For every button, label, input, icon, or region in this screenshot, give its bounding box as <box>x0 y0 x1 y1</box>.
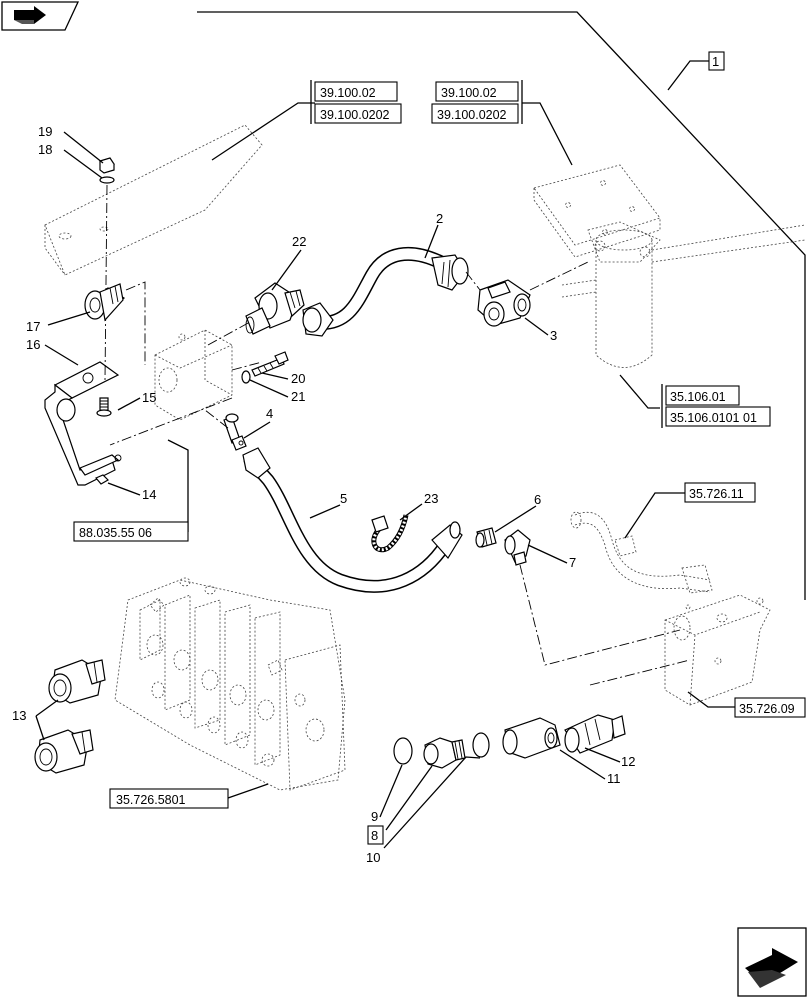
callout-3: 3 <box>550 328 557 343</box>
cable-23 <box>371 514 409 553</box>
reference-label: 39.100.0202 <box>437 108 507 122</box>
coupler-11 <box>502 717 561 759</box>
mounting-plate-left <box>44 124 263 276</box>
bolt-20 <box>251 351 289 377</box>
bolt-axis-line <box>104 184 108 381</box>
reference-label: 39.100.02 <box>441 86 497 100</box>
hose-2 <box>302 246 469 337</box>
reference-35-726-11[interactable]: 35.726.11 <box>684 482 756 503</box>
callout-number: 8 <box>371 828 378 843</box>
tee-axis <box>465 271 481 291</box>
reference-label: 35.726.11 <box>689 487 744 501</box>
block-axis-line <box>109 397 233 446</box>
valve-block-right <box>664 594 771 706</box>
reference-35-726-5801[interactable]: 35.726.5801 <box>109 788 229 809</box>
hose-right <box>570 511 713 594</box>
reference-label: 35.726.5801 <box>116 793 186 807</box>
callout-19: 19 <box>38 124 52 139</box>
callout-5: 5 <box>340 491 347 506</box>
bracket-16 <box>44 361 122 486</box>
previous-page-arrow-icon[interactable] <box>1 1 80 31</box>
oil-filter <box>561 221 806 368</box>
bolt-15 <box>96 397 112 417</box>
bolt-19 <box>99 157 115 174</box>
reference-label: 39.100.02 <box>320 86 376 100</box>
hose-5 <box>242 447 463 593</box>
manifold-block <box>154 329 233 421</box>
callout-15: 15 <box>142 390 156 405</box>
reference-39-100-left[interactable]: 39.100.02 39.100.0202 <box>310 80 402 124</box>
bolt-20-axis <box>231 361 263 371</box>
callout-4: 4 <box>266 406 273 421</box>
callout-23: 23 <box>424 491 438 506</box>
block-link-axis <box>589 659 691 686</box>
elbow-7 <box>504 529 531 566</box>
callout-6: 6 <box>534 492 541 507</box>
callout-20: 20 <box>291 371 305 386</box>
callout-2: 2 <box>436 211 443 226</box>
o-ring-10 <box>472 732 490 758</box>
reference-label: 35.106.0101 01 <box>670 411 757 425</box>
reference-label: 35.726.09 <box>739 702 795 716</box>
elbow-axis <box>519 564 681 666</box>
fitting-17 <box>84 283 126 322</box>
adapter-8 <box>423 737 466 769</box>
elbow-13-upper <box>48 659 106 704</box>
reference-35-726-09[interactable]: 35.726.09 <box>734 697 806 718</box>
fitting-17-axis <box>125 281 146 365</box>
callout-16: 16 <box>26 337 40 352</box>
callout-10: 10 <box>366 850 380 865</box>
tee-fitting-3 <box>477 279 531 327</box>
o-ring-9 <box>393 737 413 765</box>
elbow-13-lower <box>34 729 94 774</box>
callout-14: 14 <box>142 487 156 502</box>
coupler-12 <box>564 714 626 754</box>
reference-label: 88.035.55 06 <box>79 526 152 540</box>
assembly-leader-line <box>197 11 806 600</box>
next-page-arrow-icon[interactable] <box>737 927 807 997</box>
callout-17: 17 <box>26 319 40 334</box>
callout-18: 18 <box>38 142 52 157</box>
callout-number: 1 <box>712 54 719 69</box>
fitting-22-axis <box>207 321 251 346</box>
reference-39-100-right[interactable]: 39.100.02 39.100.0202 <box>431 80 523 124</box>
control-valve-assembly <box>114 577 346 791</box>
fitting-22 <box>245 282 305 335</box>
callout-1[interactable]: 1 <box>667 51 725 91</box>
callout-21: 21 <box>291 389 305 404</box>
switch-axis <box>204 409 229 429</box>
pressure-switch-4 <box>223 413 247 451</box>
reference-88-035[interactable]: 88.035.55 06 <box>73 521 189 542</box>
callout-numbers: 19 18 17 16 15 14 22 2 3 20 21 4 5 23 6 … <box>12 124 635 865</box>
callout-11: 11 <box>607 771 621 786</box>
washer-21 <box>241 370 251 384</box>
reference-label: 39.100.0202 <box>320 108 390 122</box>
leader-lines <box>35 102 735 849</box>
callout-12: 12 <box>621 754 635 769</box>
callout-8[interactable]: 8 <box>367 825 384 845</box>
callout-22: 22 <box>292 234 306 249</box>
reference-label: 35.106.01 <box>670 390 726 404</box>
washer-18 <box>99 176 115 184</box>
reference-35-106[interactable]: 35.106.01 35.106.0101 01 <box>661 384 771 428</box>
callout-7: 7 <box>569 555 576 570</box>
nut-14 <box>95 474 109 485</box>
callout-9: 9 <box>371 809 378 824</box>
callout-13: 13 <box>12 708 26 723</box>
adapter-6 <box>475 527 497 548</box>
filter-bracket <box>533 164 661 258</box>
tee-filter-axis <box>529 261 589 291</box>
